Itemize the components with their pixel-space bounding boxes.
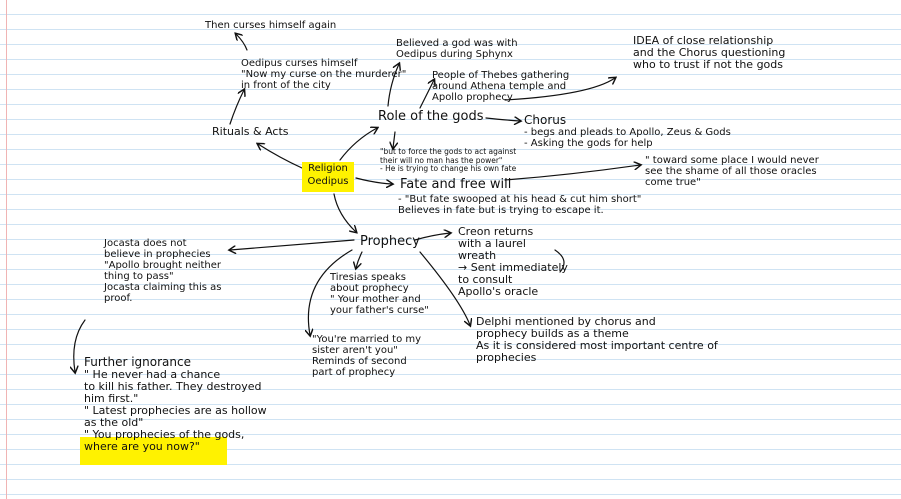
- note-fate: - "But fate swooped at his head & cut hi…: [398, 194, 641, 216]
- curses-line-2: "Now my curse on the murderer": [241, 69, 407, 80]
- tiresias-line-2: about prophecy: [330, 283, 409, 294]
- center-line-1: Religion: [308, 163, 348, 174]
- fatequote-line-2: see the shame of all those oracles: [645, 166, 817, 177]
- arrow-prophecy-to-delphi: [419, 251, 470, 325]
- ignorance-line-1: Further ignorance: [84, 355, 191, 369]
- jocasta-line-6: proof.: [104, 293, 133, 304]
- arrow-center-to-fate: [355, 177, 392, 184]
- creon-line-4: → Sent immediately: [458, 261, 568, 274]
- note-delphi: Delphi mentioned by chorus and prophecy …: [476, 316, 718, 364]
- curses-line-1: Oedipus curses himself: [241, 58, 358, 69]
- ignorance-line-7: " You prophecies of the gods,: [84, 428, 245, 441]
- arrow-prophecy-to-creon: [414, 233, 450, 241]
- arrow-role-to-chorus: [485, 118, 520, 121]
- arrow-curses-to-again: [236, 34, 248, 51]
- people-line-3: Apollo prophecy: [432, 92, 513, 103]
- ignorance-line-5: " Latest prophecies are as hollow: [84, 404, 267, 417]
- ignorance-line-6: as the old": [84, 416, 144, 429]
- delphi-line-2: prophecy builds as a theme: [476, 327, 629, 340]
- highlight-block: [80, 437, 227, 465]
- note-chorus: Chorus - begs and pleads to Apollo, Zeus…: [524, 113, 731, 150]
- ignorance-line-8: where are you now?": [84, 440, 200, 453]
- creon-line-5: to consult: [458, 273, 513, 286]
- arrow-prophecy-to-tiresias: [356, 251, 363, 268]
- note-creon: Creon returns with a laurel wreath → Sen…: [458, 226, 568, 298]
- tiresias-line-4: your father's curse": [330, 305, 429, 316]
- node-role-of-gods: Role of the gods: [378, 109, 484, 124]
- note-people: People of Thebes gathering around Athena…: [432, 70, 569, 103]
- arrow-role-to-godwith: [387, 64, 399, 107]
- godwith-line-2: Oedipus during Sphynx: [396, 49, 513, 60]
- note-tiresias: Tiresias speaks about prophecy " Your mo…: [330, 272, 429, 316]
- center-node-religion: Religion Oedipus: [302, 162, 354, 192]
- creon-bracket: [554, 249, 565, 273]
- curses-line-3: in front of the city: [241, 80, 331, 91]
- jocasta-line-3: "Apollo brought neither: [104, 260, 222, 271]
- fatequote-line-1: " toward some place I would never: [645, 155, 819, 166]
- jocasta-line-1: Jocasta does not: [104, 238, 187, 249]
- creon-line-3: wreath: [458, 249, 497, 262]
- fatequote-line-3: come true": [645, 177, 701, 188]
- delphi-line-3: As it is considered most important centr…: [476, 339, 718, 352]
- node-rituals: Rituals & Acts: [212, 125, 289, 138]
- tiresias-line-1: Tiresias speaks: [330, 272, 406, 283]
- creon-line-6: Apollo's oracle: [458, 285, 539, 298]
- node-fate-free-will: Fate and free will: [400, 177, 512, 192]
- people-line-1: People of Thebes gathering: [432, 70, 570, 81]
- arrow-prophecy-to-jocasta: [230, 239, 355, 250]
- arrow-center-to-role: [339, 128, 377, 161]
- node-prophecy: Prophecy: [360, 234, 420, 249]
- note-role-quote: "but to force the gods to act against th…: [380, 147, 517, 174]
- married-line-1: "You're married to my: [312, 334, 422, 345]
- arrow-fate-to-quote: [504, 165, 640, 181]
- fate-line-1: - "But fate swooped at his head & cut hi…: [398, 194, 642, 205]
- tiresias-line-3: " Your mother and: [330, 294, 421, 305]
- note-idea: IDEA of close relationship and the Choru…: [633, 35, 785, 71]
- delphi-line-1: Delphi mentioned by chorus and: [476, 315, 656, 328]
- creon-line-2: with a laurel: [458, 237, 526, 250]
- note-curses-again: Then curses himself again: [205, 20, 337, 31]
- jocasta-line-2: believe in prophecies: [104, 249, 211, 260]
- arrow-prophecy-to-married: [308, 249, 353, 335]
- idea-line-3: who to trust if not the gods: [633, 58, 783, 71]
- married-line-2: sister aren't you": [312, 345, 398, 356]
- ignorance-line-3: to kill his father. They destroyed: [84, 380, 262, 393]
- note-fate-quote: " toward some place I would never see th…: [645, 155, 819, 188]
- ignorance-line-4: him first.": [84, 392, 139, 405]
- chorus-line-1: - begs and pleads to Apollo, Zeus & Gods: [524, 127, 731, 138]
- chorus-line-2: - Asking the gods for help: [524, 138, 653, 149]
- idea-line-2: and the Chorus questioning: [633, 46, 786, 59]
- jocasta-line-4: thing to pass": [104, 271, 174, 282]
- rolequote-line-3: - He is trying to change his own fate: [380, 164, 517, 173]
- note-god-with: Believed a god was with Oedipus during S…: [396, 38, 518, 60]
- arrow-people-to-idea: [504, 78, 615, 101]
- arrow-jocasta-to-ignorance: [74, 319, 86, 372]
- idea-line-1: IDEA of close relationship: [633, 34, 774, 47]
- note-married: "You're married to my sister aren't you"…: [312, 334, 421, 378]
- married-line-3: Reminds of second: [312, 356, 407, 367]
- people-line-2: around Athena temple and: [432, 81, 567, 92]
- godwith-line-1: Believed a god was with: [396, 38, 518, 49]
- margin-line: [6, 0, 7, 499]
- arrow-role-to-quote: [393, 131, 395, 148]
- ignorance-line-2: " He never had a chance: [84, 368, 221, 381]
- arrow-role-to-people: [419, 80, 434, 109]
- creon-line-1: Creon returns: [458, 225, 534, 238]
- delphi-line-4: prophecies: [476, 351, 537, 364]
- married-line-4: part of prophecy: [312, 367, 396, 378]
- arrow-rituals-to-curses: [229, 90, 244, 125]
- note-ignorance: Further ignorance " He never had a chanc…: [84, 356, 267, 453]
- rolequote-line-1: "but to force the gods to act against: [380, 147, 517, 156]
- note-curses: Oedipus curses himself "Now my curse on …: [241, 58, 406, 91]
- rolequote-line-2: their will no man has the power": [380, 155, 503, 165]
- chorus-title: Chorus: [524, 113, 567, 127]
- center-line-2: Oedipus: [307, 176, 349, 187]
- note-jocasta: Jocasta does not believe in prophecies "…: [104, 238, 221, 304]
- arrow-center-to-prophecy: [333, 193, 356, 232]
- jocasta-line-5: Jocasta claiming this as: [104, 282, 222, 293]
- arrow-center-to-rituals: [258, 144, 303, 169]
- fate-line-2: Believes in fate but is trying to escape…: [398, 205, 604, 216]
